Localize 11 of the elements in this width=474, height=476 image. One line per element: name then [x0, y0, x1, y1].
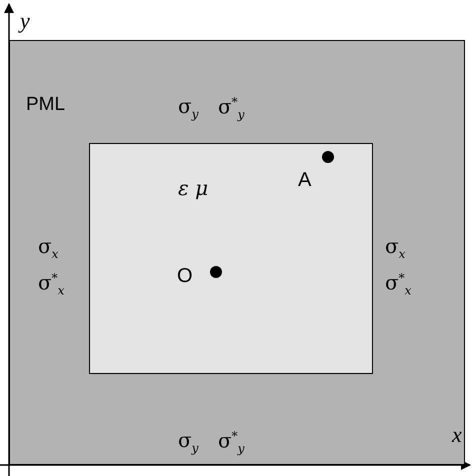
- axis-label: y: [20, 10, 30, 32]
- symbol-label: σ$_{y}$: [178, 430, 198, 454]
- region-label: PML: [26, 95, 66, 114]
- point-label: A: [298, 170, 312, 190]
- computational-domain: [89, 143, 373, 374]
- material-label: ε μ: [178, 178, 208, 198]
- point-label: O: [177, 266, 193, 286]
- symbol-label: σ$_{x}$: [385, 236, 406, 260]
- symbol-label: σ$_{y}$: [178, 96, 198, 120]
- symbol-label: σ$_{x}$: [38, 236, 58, 260]
- axis-label: x: [452, 424, 462, 446]
